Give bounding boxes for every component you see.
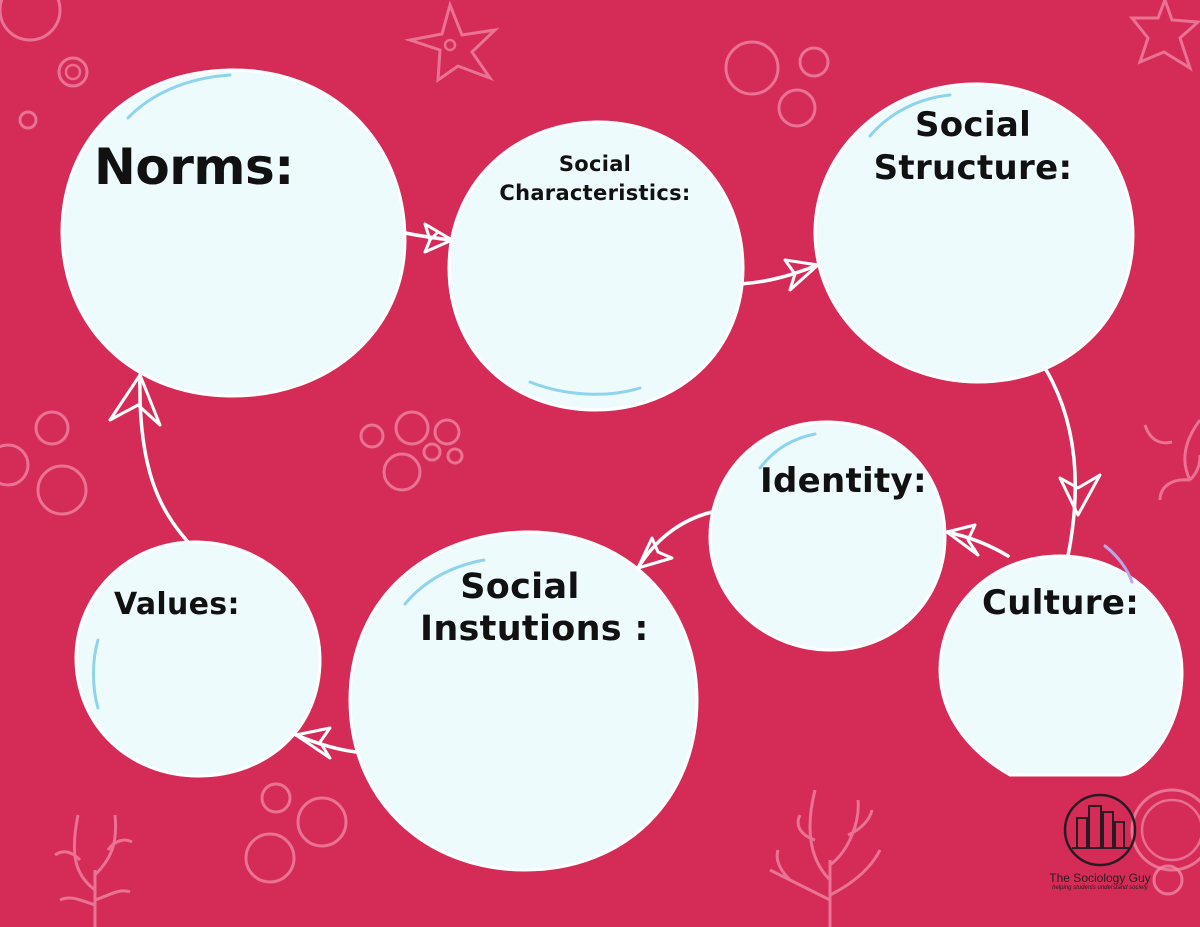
- connector-social-structure-to-culture: [1043, 366, 1077, 558]
- deco-bubble: [57, 56, 89, 88]
- arrowhead-icon: [1058, 473, 1102, 517]
- bubble-shine: [868, 93, 952, 138]
- starfish-icon: [1128, 0, 1200, 72]
- social-structure-label-line1: Social: [914, 105, 1032, 145]
- deco-bubble: [382, 452, 422, 492]
- social-characteristics-bubble: [447, 120, 745, 412]
- arrowhead-icon: [783, 258, 820, 292]
- culture-bubble: [938, 554, 1184, 777]
- deco-dot: [443, 38, 457, 52]
- arrowhead-icon: [108, 373, 162, 427]
- deco-bubble: [1130, 788, 1200, 872]
- starfish-icon: [404, 0, 500, 84]
- identity-bubble: [708, 420, 947, 652]
- deco-bubble: [1152, 864, 1184, 896]
- deco-bubble: [798, 46, 830, 78]
- deco-bubble: [0, 0, 62, 42]
- connector-culture-to-identity: [945, 530, 1010, 558]
- deco-bubble: [64, 63, 82, 81]
- coral-icon: [769, 789, 882, 927]
- arrowhead-icon: [945, 523, 980, 557]
- culture-label: Culture:: [982, 583, 1140, 623]
- brand-name: The Sociology Guy: [1049, 871, 1151, 885]
- values-label: Values:: [114, 587, 240, 622]
- values-bubble: [74, 540, 322, 778]
- brand-logo: [1063, 793, 1137, 867]
- deco-bubble: [1140, 798, 1200, 862]
- connector-identity-to-social-institutions: [636, 510, 714, 570]
- deco-bubble: [18, 110, 38, 130]
- city-skyline-icon: [1072, 805, 1130, 849]
- norms-label: Norms:: [94, 138, 294, 196]
- connectors: [108, 222, 1102, 760]
- coral-icon: [54, 814, 133, 927]
- brand-tagline: helping students understand society: [1052, 885, 1148, 891]
- social-institutions-label-line2: Instutions :: [420, 609, 649, 649]
- deco-bubble: [724, 40, 780, 96]
- connector-social-characteristics-to-social-structure: [738, 263, 820, 286]
- bubble-shine: [528, 380, 642, 396]
- social-institutions-label-line1: Social: [460, 567, 580, 607]
- deco-bubble: [422, 442, 442, 462]
- arrowhead-icon: [294, 726, 332, 760]
- deco-bubble: [0, 443, 30, 487]
- social-characteristics-label-line1: Social: [558, 152, 632, 176]
- norms-bubble: [60, 68, 407, 398]
- social-characteristics-label-line2: Characteristics:: [499, 181, 691, 206]
- deco-bubble: [260, 782, 292, 814]
- deco-bubble: [34, 410, 70, 446]
- coral-icon: [1143, 419, 1200, 501]
- logo-ring: [1063, 793, 1137, 867]
- bubble-shine: [126, 73, 232, 120]
- bubble-shine: [403, 558, 486, 606]
- brand-block: The Sociology Guy helping students under…: [1030, 795, 1170, 891]
- social-characteristics-label: Social Characteristics:: [495, 150, 695, 209]
- deco-bubble: [394, 410, 430, 446]
- social-institutions-label: Social Instutions :: [420, 566, 649, 650]
- deco-bubble: [359, 423, 385, 449]
- social-structure-label: Social Structure:: [873, 104, 1073, 189]
- social-institutions-bubble: [348, 530, 699, 872]
- arrowhead-icon: [423, 222, 454, 254]
- bubbles: [60, 68, 1184, 872]
- brand-logo-space: [1030, 795, 1170, 867]
- deco-bubble: [244, 832, 296, 884]
- deco-bubble: [433, 418, 461, 446]
- bubble-shine: [758, 432, 817, 470]
- arrowhead-icon: [636, 536, 674, 570]
- deco-bubble: [296, 796, 348, 848]
- connector-values-to-norms: [138, 373, 190, 544]
- bubble-shine: [92, 638, 100, 710]
- deco-bubble: [777, 88, 817, 128]
- social-structure-bubble: [813, 82, 1135, 384]
- identity-label: Identity:: [760, 461, 927, 501]
- deco-bubble: [36, 464, 88, 516]
- deco-bubble: [446, 447, 464, 465]
- social-structure-label-line2: Structure:: [873, 147, 1073, 188]
- bubble-shine: [1103, 544, 1134, 584]
